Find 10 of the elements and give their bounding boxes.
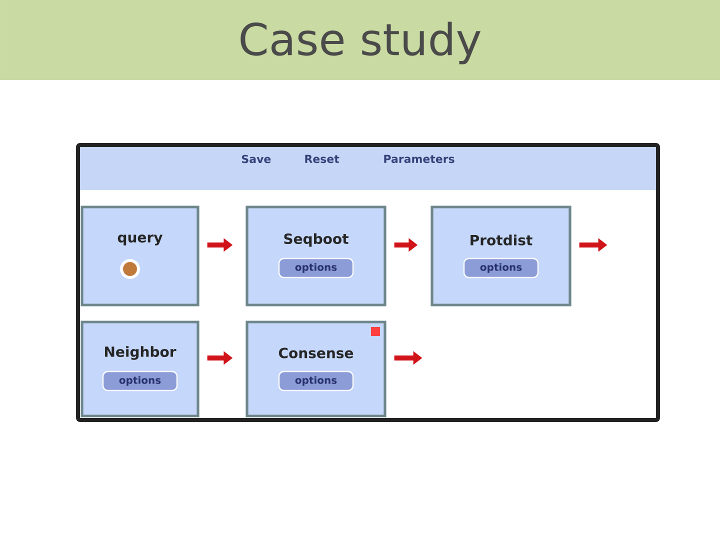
options-button: options (102, 370, 178, 392)
options-button: options (463, 258, 539, 278)
toolbar-label: Save (242, 154, 271, 164)
process-box: query (80, 206, 200, 306)
options-button: options (278, 370, 354, 392)
title: Case study (240, 22, 480, 64)
options-button: options (278, 258, 354, 278)
canvas-frame (76, 143, 660, 422)
toolbar-label: Parameters (384, 154, 454, 164)
toolbar-label: Reset (305, 154, 340, 164)
